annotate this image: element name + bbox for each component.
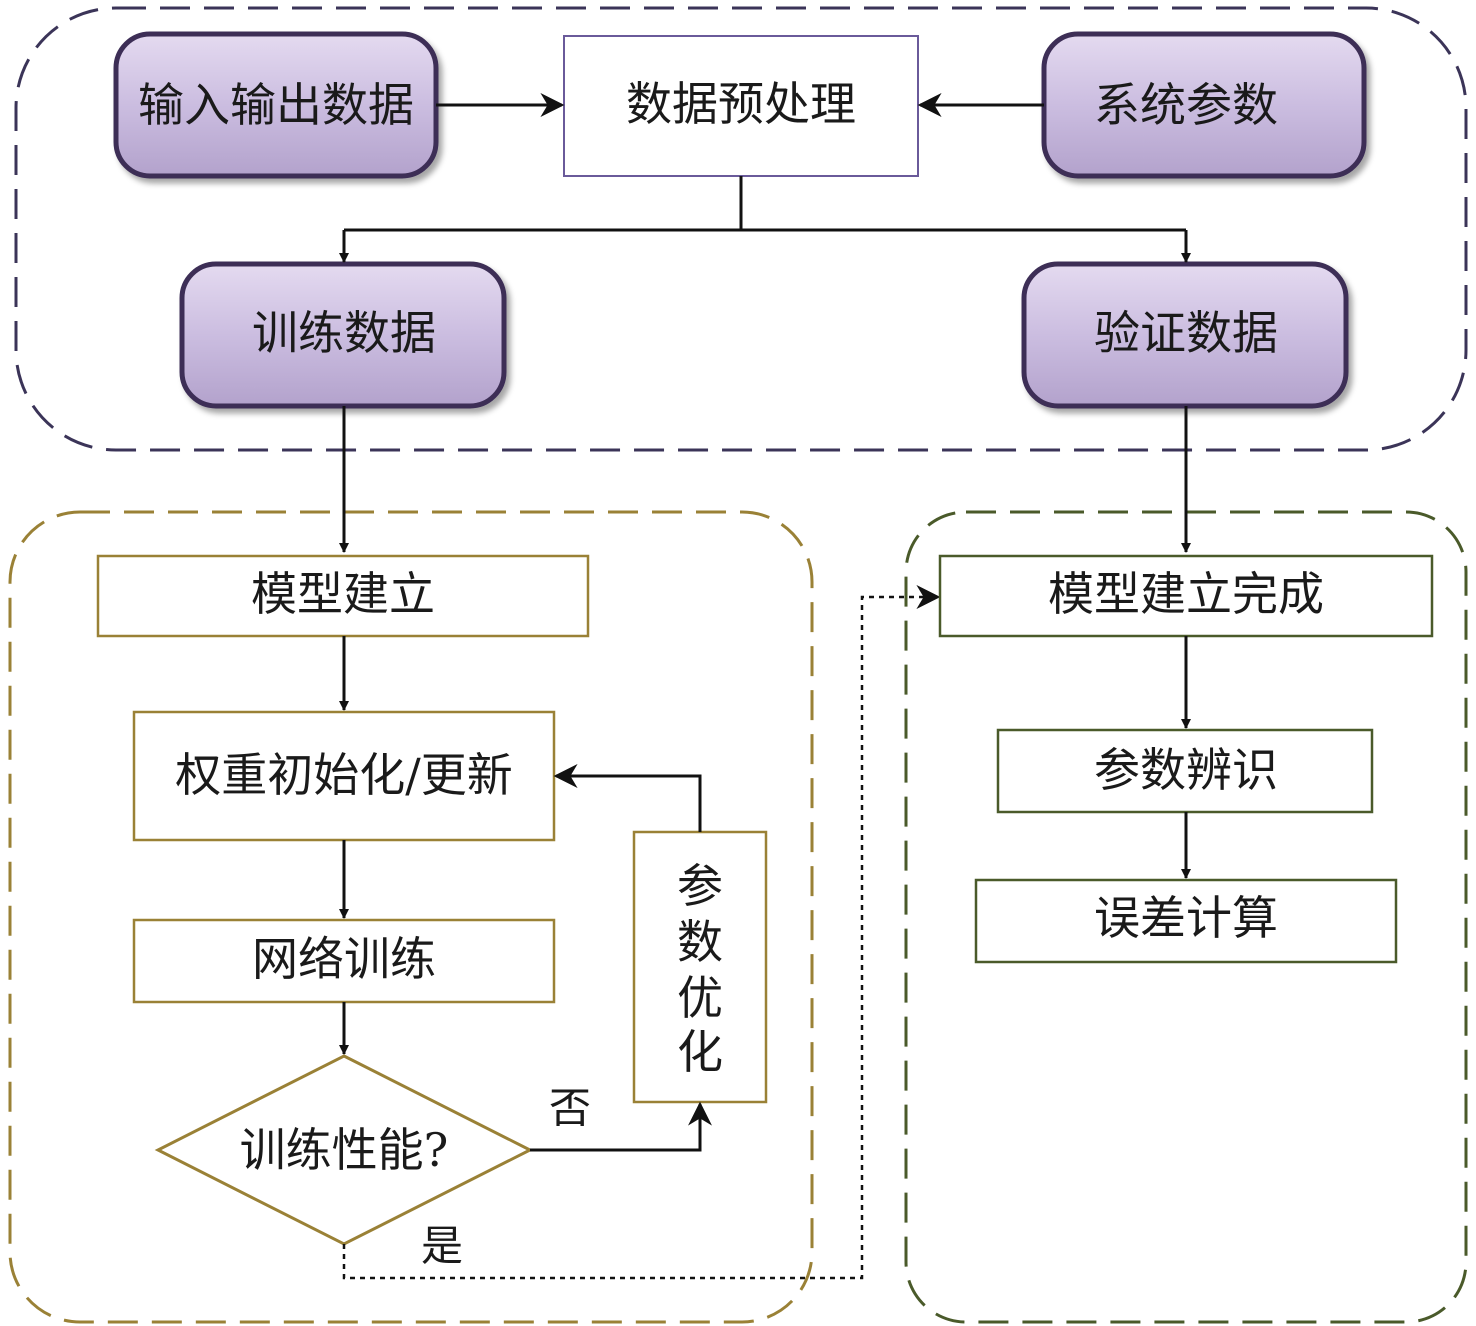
arrow-no-to-param-opt [530, 1101, 712, 1152]
preprocess-label: 数据预处理 [626, 77, 856, 131]
system-params-node: 系统参数 [1041, 31, 1367, 179]
model-build-node: 模型建立 [96, 554, 590, 638]
arrow-yes-to-model-done [342, 585, 941, 1280]
performance-check-node: 训练性能? [154, 1054, 534, 1246]
param-opt-char-1: 参 [677, 859, 723, 913]
no-label: 否 [549, 1084, 591, 1133]
model-done-node: 模型建立完成 [938, 554, 1434, 638]
weight-init-label: 权重初始化/更新 [175, 748, 513, 802]
param-opt-char-4: 化 [677, 1025, 723, 1079]
train-data-node: 训练数据 [179, 261, 507, 409]
system-params-label: 系统参数 [1094, 78, 1278, 132]
train-group-frame [8, 510, 814, 1324]
train-data-label: 训练数据 [252, 306, 436, 360]
model-done-label: 模型建立完成 [1048, 567, 1324, 621]
error-calc-label: 误差计算 [1094, 891, 1278, 945]
verify-data-label: 验证数据 [1094, 306, 1278, 360]
network-train-label: 网络训练 [252, 932, 436, 986]
error-calc-node: 误差计算 [974, 878, 1398, 964]
network-train-node: 网络训练 [132, 918, 556, 1004]
param-opt-node: 参 数 优 化 [632, 830, 768, 1104]
verify-data-node: 验证数据 [1021, 261, 1349, 409]
param-identify-node: 参数辨识 [996, 728, 1374, 814]
performance-check-label: 训练性能? [240, 1123, 449, 1177]
param-identify-label: 参数辨识 [1094, 743, 1278, 797]
model-build-label: 模型建立 [251, 567, 435, 621]
param-opt-char-3: 优 [677, 971, 723, 1025]
weight-init-node: 权重初始化/更新 [132, 710, 556, 842]
preprocess-node: 数据预处理 [563, 35, 919, 177]
arrow-param-opt-to-weight [553, 764, 702, 832]
param-opt-char-2: 数 [677, 915, 723, 969]
yes-label: 是 [421, 1222, 463, 1271]
top-group-frame [14, 6, 1468, 452]
input-output-data-label: 输入输出数据 [138, 78, 414, 132]
input-output-data-node: 输入输出数据 [113, 31, 439, 179]
